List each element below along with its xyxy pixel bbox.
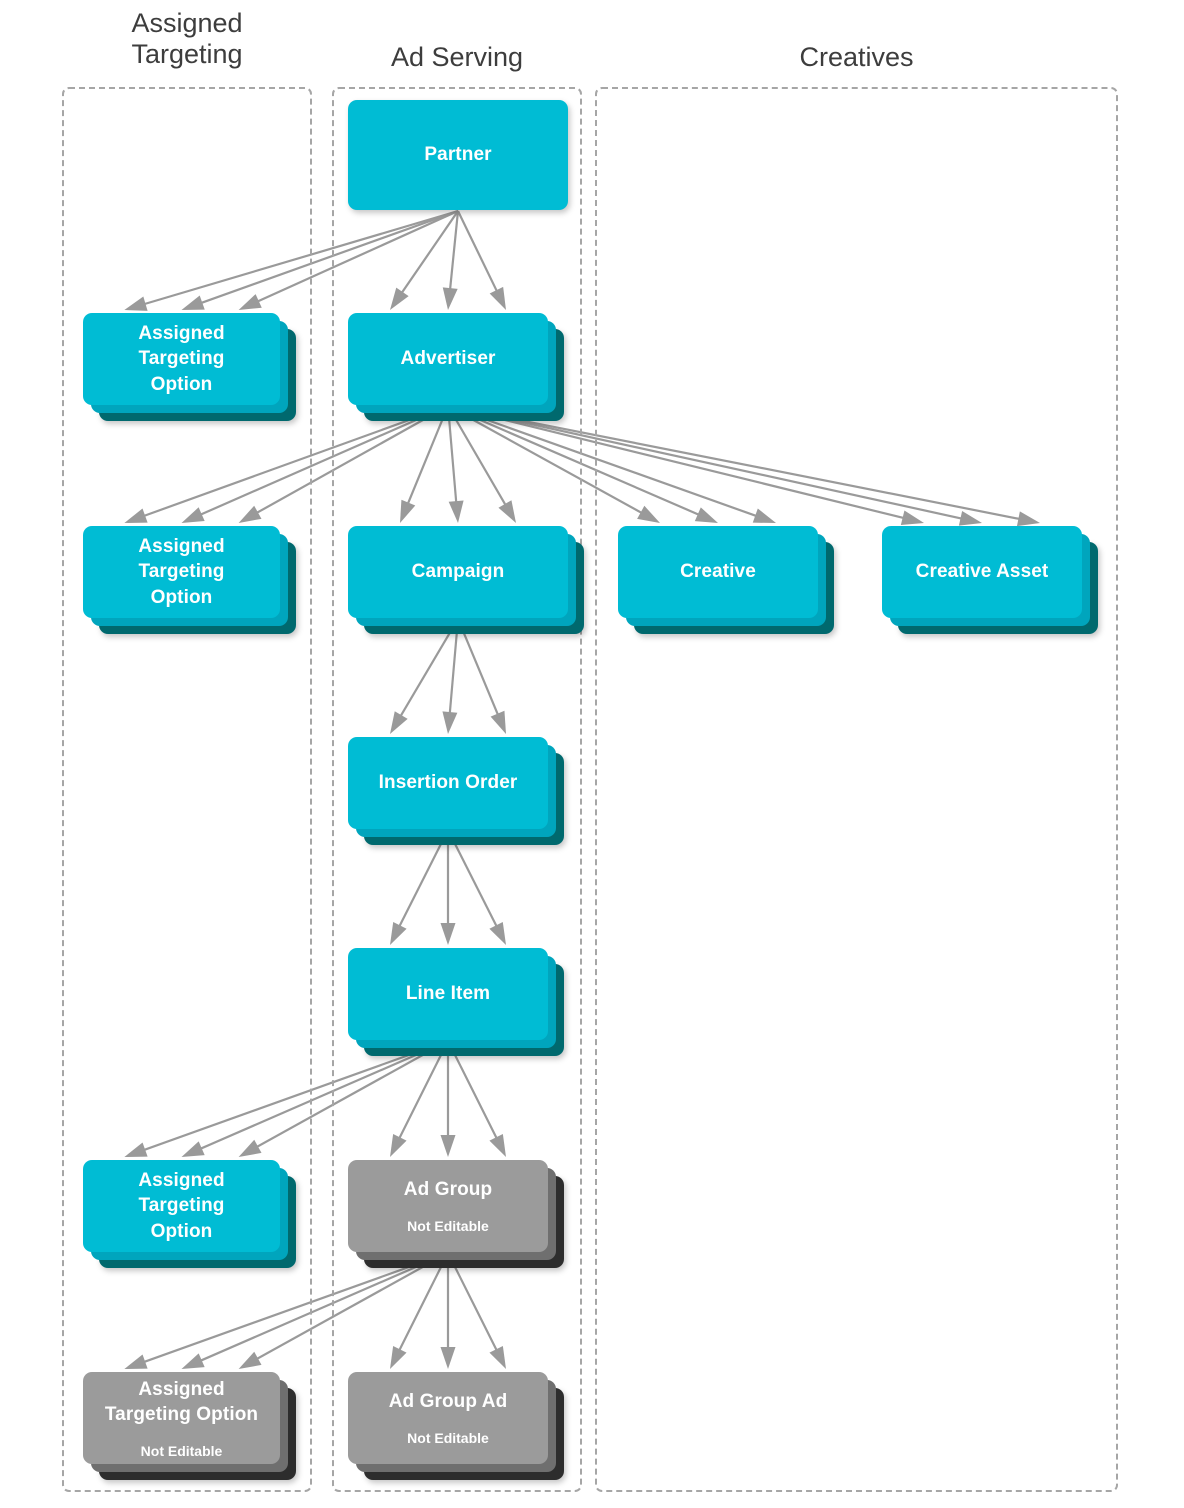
node-face[interactable]: Advertiser <box>348 313 548 405</box>
group-box-assigned-targeting <box>62 87 312 1492</box>
node-subtitle: Not Editable <box>140 1442 223 1459</box>
group-box-creatives <box>595 87 1118 1492</box>
node-subtitle: Not Editable <box>407 1430 489 1447</box>
node-title: Advertiser <box>400 348 496 370</box>
node-title: Line Item <box>405 983 491 1005</box>
node-insertion-order[interactable]: Insertion Order <box>348 737 572 853</box>
node-title: Assigned Targeting Option <box>138 1170 225 1242</box>
node-face[interactable]: Partner <box>348 100 568 210</box>
node-creative-asset[interactable]: Creative Asset <box>882 526 1106 642</box>
node-title: Creative <box>680 561 756 583</box>
node-assigned-targeting-option-advertiser[interactable]: Assigned Targeting Option <box>83 526 304 642</box>
node-face[interactable]: Line Item <box>348 948 548 1040</box>
node-face[interactable]: Creative <box>618 526 818 618</box>
node-title: Assigned Targeting Option <box>138 323 225 395</box>
group-box-ad-serving <box>332 87 582 1492</box>
node-campaign[interactable]: Campaign <box>348 526 592 642</box>
node-face[interactable]: Ad Group Ad Not Editable <box>348 1372 548 1464</box>
node-face[interactable]: Campaign <box>348 526 568 618</box>
node-title: Ad Group Ad <box>388 1391 508 1413</box>
node-face[interactable]: Assigned Targeting Option <box>83 526 280 618</box>
node-face[interactable]: Creative Asset <box>882 526 1082 618</box>
node-advertiser[interactable]: Advertiser <box>348 313 572 429</box>
node-face[interactable]: Insertion Order <box>348 737 548 829</box>
column-header-ad-serving: Ad Serving <box>390 42 524 72</box>
node-title: Assigned Targeting Option <box>104 1378 259 1425</box>
node-title: Creative Asset <box>915 561 1049 583</box>
node-ad-group-ad[interactable]: Ad Group Ad Not Editable <box>348 1372 572 1488</box>
node-creative[interactable]: Creative <box>618 526 842 642</box>
column-header-creatives: Creatives <box>799 42 914 72</box>
node-title: Ad Group <box>403 1179 493 1201</box>
node-subtitle: Not Editable <box>407 1218 489 1235</box>
node-partner[interactable]: Partner <box>348 100 592 234</box>
node-title: Partner <box>424 144 492 166</box>
node-line-item[interactable]: Line Item <box>348 948 572 1064</box>
node-assigned-targeting-option-partner[interactable]: Assigned Targeting Option <box>83 313 304 429</box>
node-title: Insertion Order <box>378 772 518 794</box>
node-face[interactable]: Assigned Targeting Option <box>83 313 280 405</box>
node-title: Campaign <box>411 561 505 583</box>
node-face[interactable]: Assigned Targeting Option <box>83 1160 280 1252</box>
node-title: Assigned Targeting Option <box>138 536 225 608</box>
column-header-assigned-targeting: Assigned Targeting <box>131 8 243 69</box>
node-assigned-targeting-option-line-item[interactable]: Assigned Targeting Option <box>83 1160 304 1276</box>
